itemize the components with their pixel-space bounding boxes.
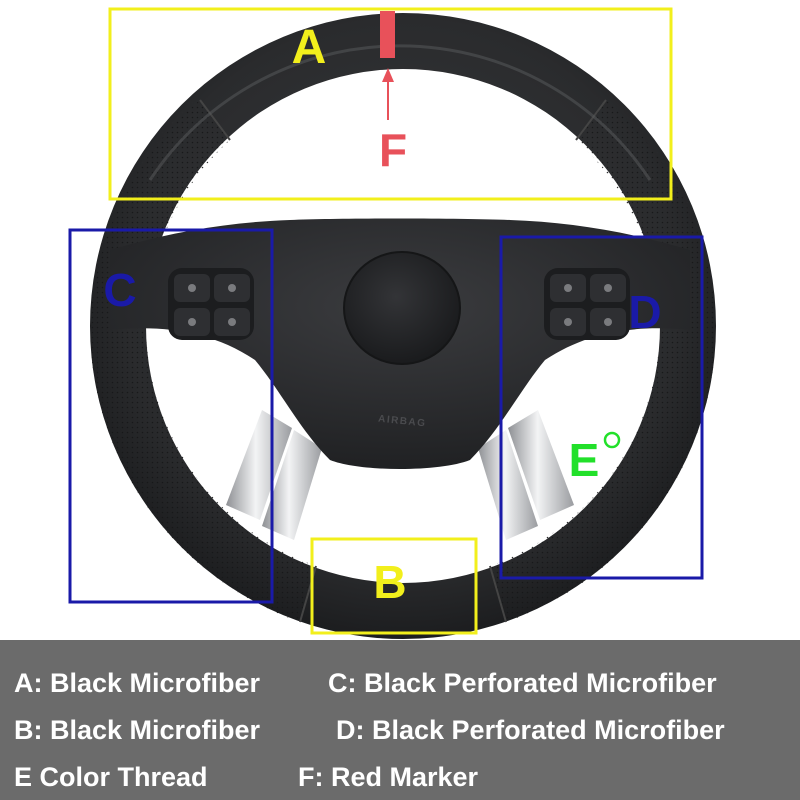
zone-f-label: F <box>379 124 407 176</box>
steering-wheel-photo: AIRBAG A F C D E B <box>68 7 717 639</box>
right-control-buttons <box>544 268 630 340</box>
legend-item-e: E Color Thread <box>14 762 208 792</box>
legend-item-b: B: Black Microfiber <box>14 715 261 745</box>
left-control-buttons <box>168 268 254 340</box>
zone-c-box <box>68 228 274 604</box>
zone-b-label: B <box>373 556 406 608</box>
zone-e-label: E <box>569 434 600 486</box>
zone-d-box <box>499 235 704 580</box>
zone-a-label: A <box>292 21 327 74</box>
red-marker <box>380 11 395 58</box>
zone-c-label: C <box>103 264 136 316</box>
marker-arrow <box>382 68 394 120</box>
legend-panel: A: Black Microfiber C: Black Perforated … <box>0 640 800 800</box>
airbag-text: AIRBAG <box>378 414 427 430</box>
thread-marker-circle <box>603 431 621 449</box>
zone-d-label: D <box>628 286 661 338</box>
legend-item-c: C: Black Perforated Microfiber <box>328 668 717 698</box>
zone-b-box <box>310 537 478 635</box>
legend-item-f: F: Red Marker <box>298 762 479 792</box>
zone-a-box <box>108 7 673 201</box>
legend-item-a: A: Black Microfiber <box>14 668 261 698</box>
legend-item-d: D: Black Perforated Microfiber <box>336 715 725 745</box>
chrome-spokes <box>226 410 574 540</box>
